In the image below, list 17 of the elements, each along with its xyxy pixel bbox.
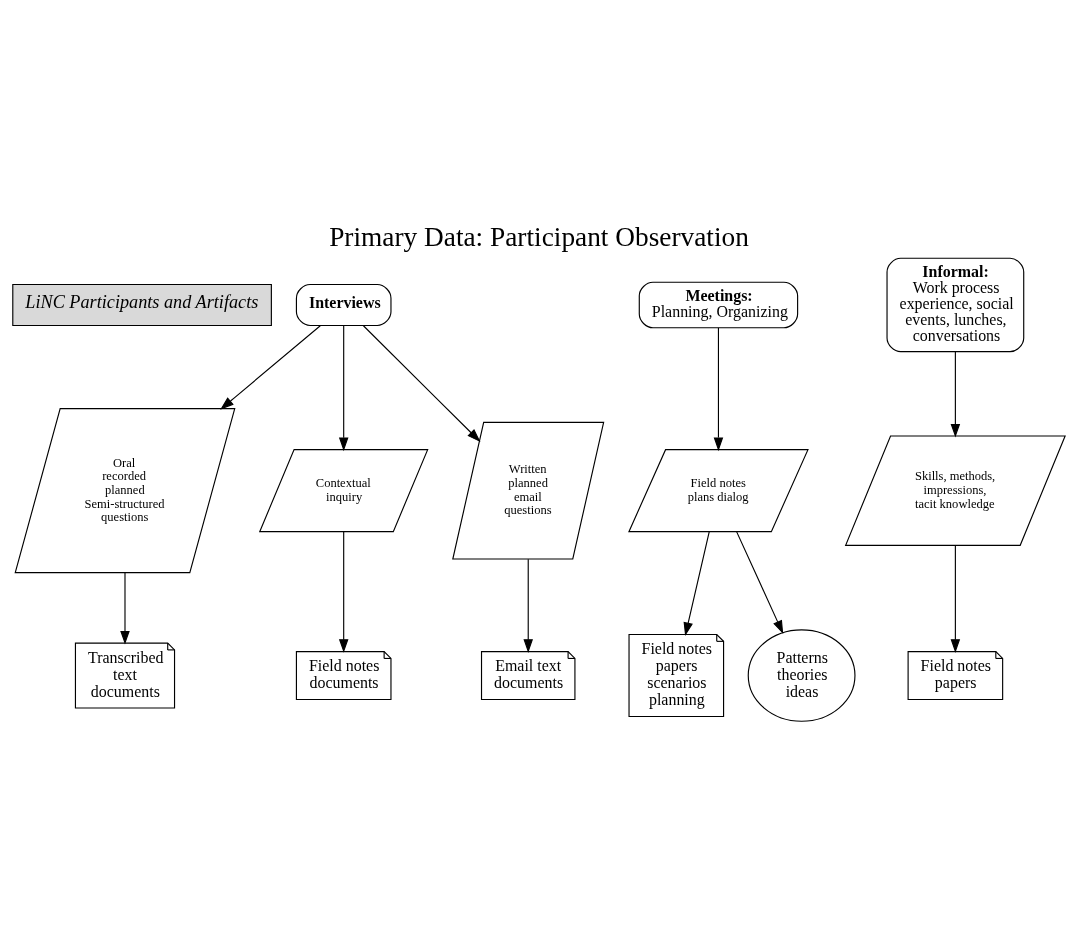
arrow — [713, 327, 724, 452]
arrow — [950, 351, 961, 438]
node-box: Meetings: Planning, Organizing — [638, 281, 799, 329]
arrow — [950, 545, 961, 653]
node-box: Informal: Work process experience, social events, lunches, conversations — [886, 257, 1025, 353]
arrow — [120, 572, 130, 645]
arrow — [523, 558, 533, 653]
arrow — [338, 325, 349, 452]
arrow — [736, 531, 784, 635]
arrow — [683, 531, 710, 637]
arrow — [338, 531, 349, 653]
diagram-title: Primary Data: Participant Observation — [329, 221, 749, 252]
arrow — [362, 325, 481, 443]
node-box: LiNC Participants and Artifacts — [12, 283, 272, 327]
node-box: Interviews — [295, 283, 392, 327]
arrow — [220, 325, 321, 410]
node-ellipse: Patterns theories ideas — [747, 629, 856, 722]
